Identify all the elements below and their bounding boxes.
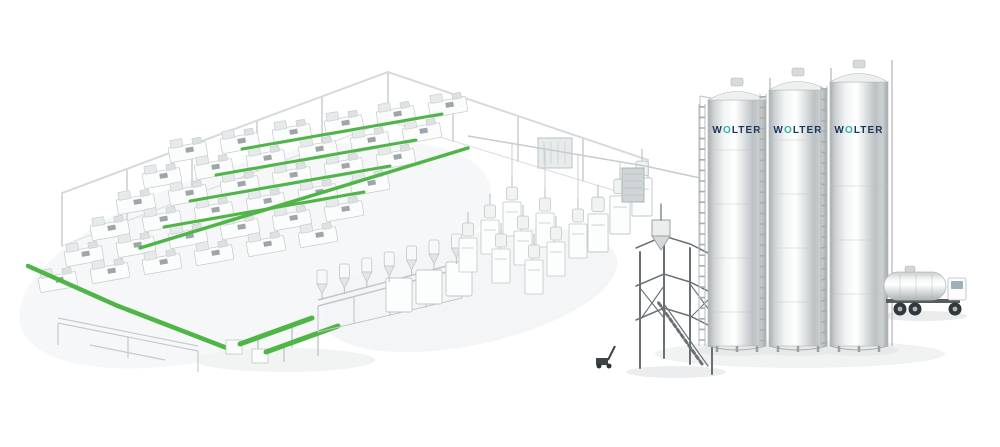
drying-unit [609,166,631,235]
molding-machine [427,92,469,118]
floor-conveyor [25,263,235,353]
drying-hopper [383,251,395,282]
molding-machine [89,258,131,284]
silo-vent [852,59,866,69]
silo-body [768,89,828,347]
tower-hopper-cone [651,235,671,251]
cab-window [951,281,963,289]
tower-top-rail [635,235,715,257]
drying-unit [587,184,609,253]
drying-unit [491,223,511,284]
drying-hopper [428,239,440,270]
drying-hopper [316,269,328,300]
drying-hopper [405,245,418,276]
blending-tower [635,203,715,375]
green-conveyor [214,138,418,177]
drying-unit [535,187,555,248]
molding-machine [323,196,365,222]
molding-machine [401,118,443,144]
molding-machine [245,231,287,257]
conveyor-system [25,146,470,372]
pallet-jack [596,345,616,369]
truck-tank [883,271,947,301]
tank-seams [899,274,933,298]
wheel-hub [897,306,903,312]
tower-platform [635,273,715,295]
spine-conveyor [138,146,470,250]
drying-station [316,137,653,333]
dryer-units [458,148,653,295]
green-conveyor [188,164,392,203]
silo-vent [791,67,805,77]
drying-unit [524,234,544,295]
storage-silos: WOLTER WOLTER WOLTER [698,59,893,352]
silo-brand-label: WOLTER [712,125,761,136]
drying-hopper [338,263,351,294]
drying-unit [458,212,478,273]
silo: WOLTER [820,59,893,352]
pipe-network [467,95,732,252]
silo-dome [828,73,890,83]
wheel-hub [912,306,918,312]
molding-machine [375,144,417,170]
drying-unit [513,205,533,266]
heat-exchanger [621,167,645,203]
truck-chassis [886,299,960,303]
incline-conveyor [237,315,315,347]
molding-machine [297,222,339,248]
silo: WOLTER [698,77,771,352]
machine-row [37,222,339,293]
silo: WOLTER [759,67,832,352]
silo-dome [767,81,829,91]
tower-stairs [656,300,704,366]
wheel-hub [952,306,958,312]
drying-unit [502,176,522,237]
conveyor-table [57,317,199,372]
tower-platform [635,307,715,329]
ground-shadow [195,348,375,372]
tower-hopper [651,219,671,237]
drying-unit [568,198,588,259]
drying-hopper [361,257,373,288]
silo-brand-label: WOLTER [773,125,822,136]
molding-machine [193,240,235,266]
silo-body [829,81,889,347]
green-conveyor [240,112,444,151]
silo-vent [730,77,744,87]
drying-unit [546,216,566,277]
silo-body [707,99,767,347]
heat-exchanger-fins [624,173,642,196]
tank-hatch [904,265,916,273]
tower-braces [639,283,713,321]
drying-unit [480,194,500,255]
ground-shadow [626,366,726,378]
silo-brand-label: WOLTER [834,125,883,136]
dosing-cabinet [415,269,443,305]
silo-dome [706,91,768,101]
molding-machine [167,137,209,163]
dosing-cabinet [385,277,413,313]
molding-machine [141,249,183,275]
tanker-truck [883,265,967,316]
